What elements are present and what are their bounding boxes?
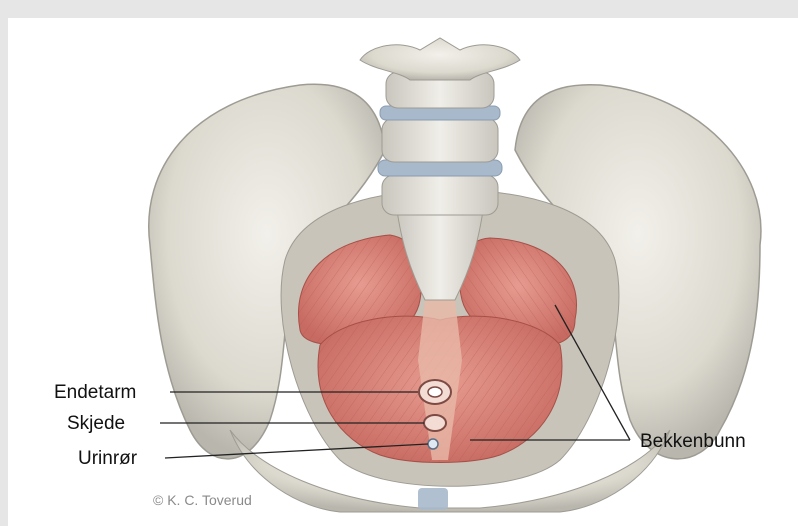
label-pelvic-floor: Bekkenbunn [640,432,746,451]
rectum-opening [419,380,451,404]
label-vagina: Skjede [67,414,125,433]
coccyx [418,488,448,510]
vertebra-lower [382,175,498,215]
label-rectum: Endetarm [54,383,136,402]
vagina-opening [424,415,446,431]
vertebra-middle [382,118,498,162]
copyright-credit: © K. C. Toverud [153,492,252,508]
spinous-process [360,38,520,80]
urethra-opening [428,439,438,449]
label-urethra: Urinrør [78,449,137,468]
